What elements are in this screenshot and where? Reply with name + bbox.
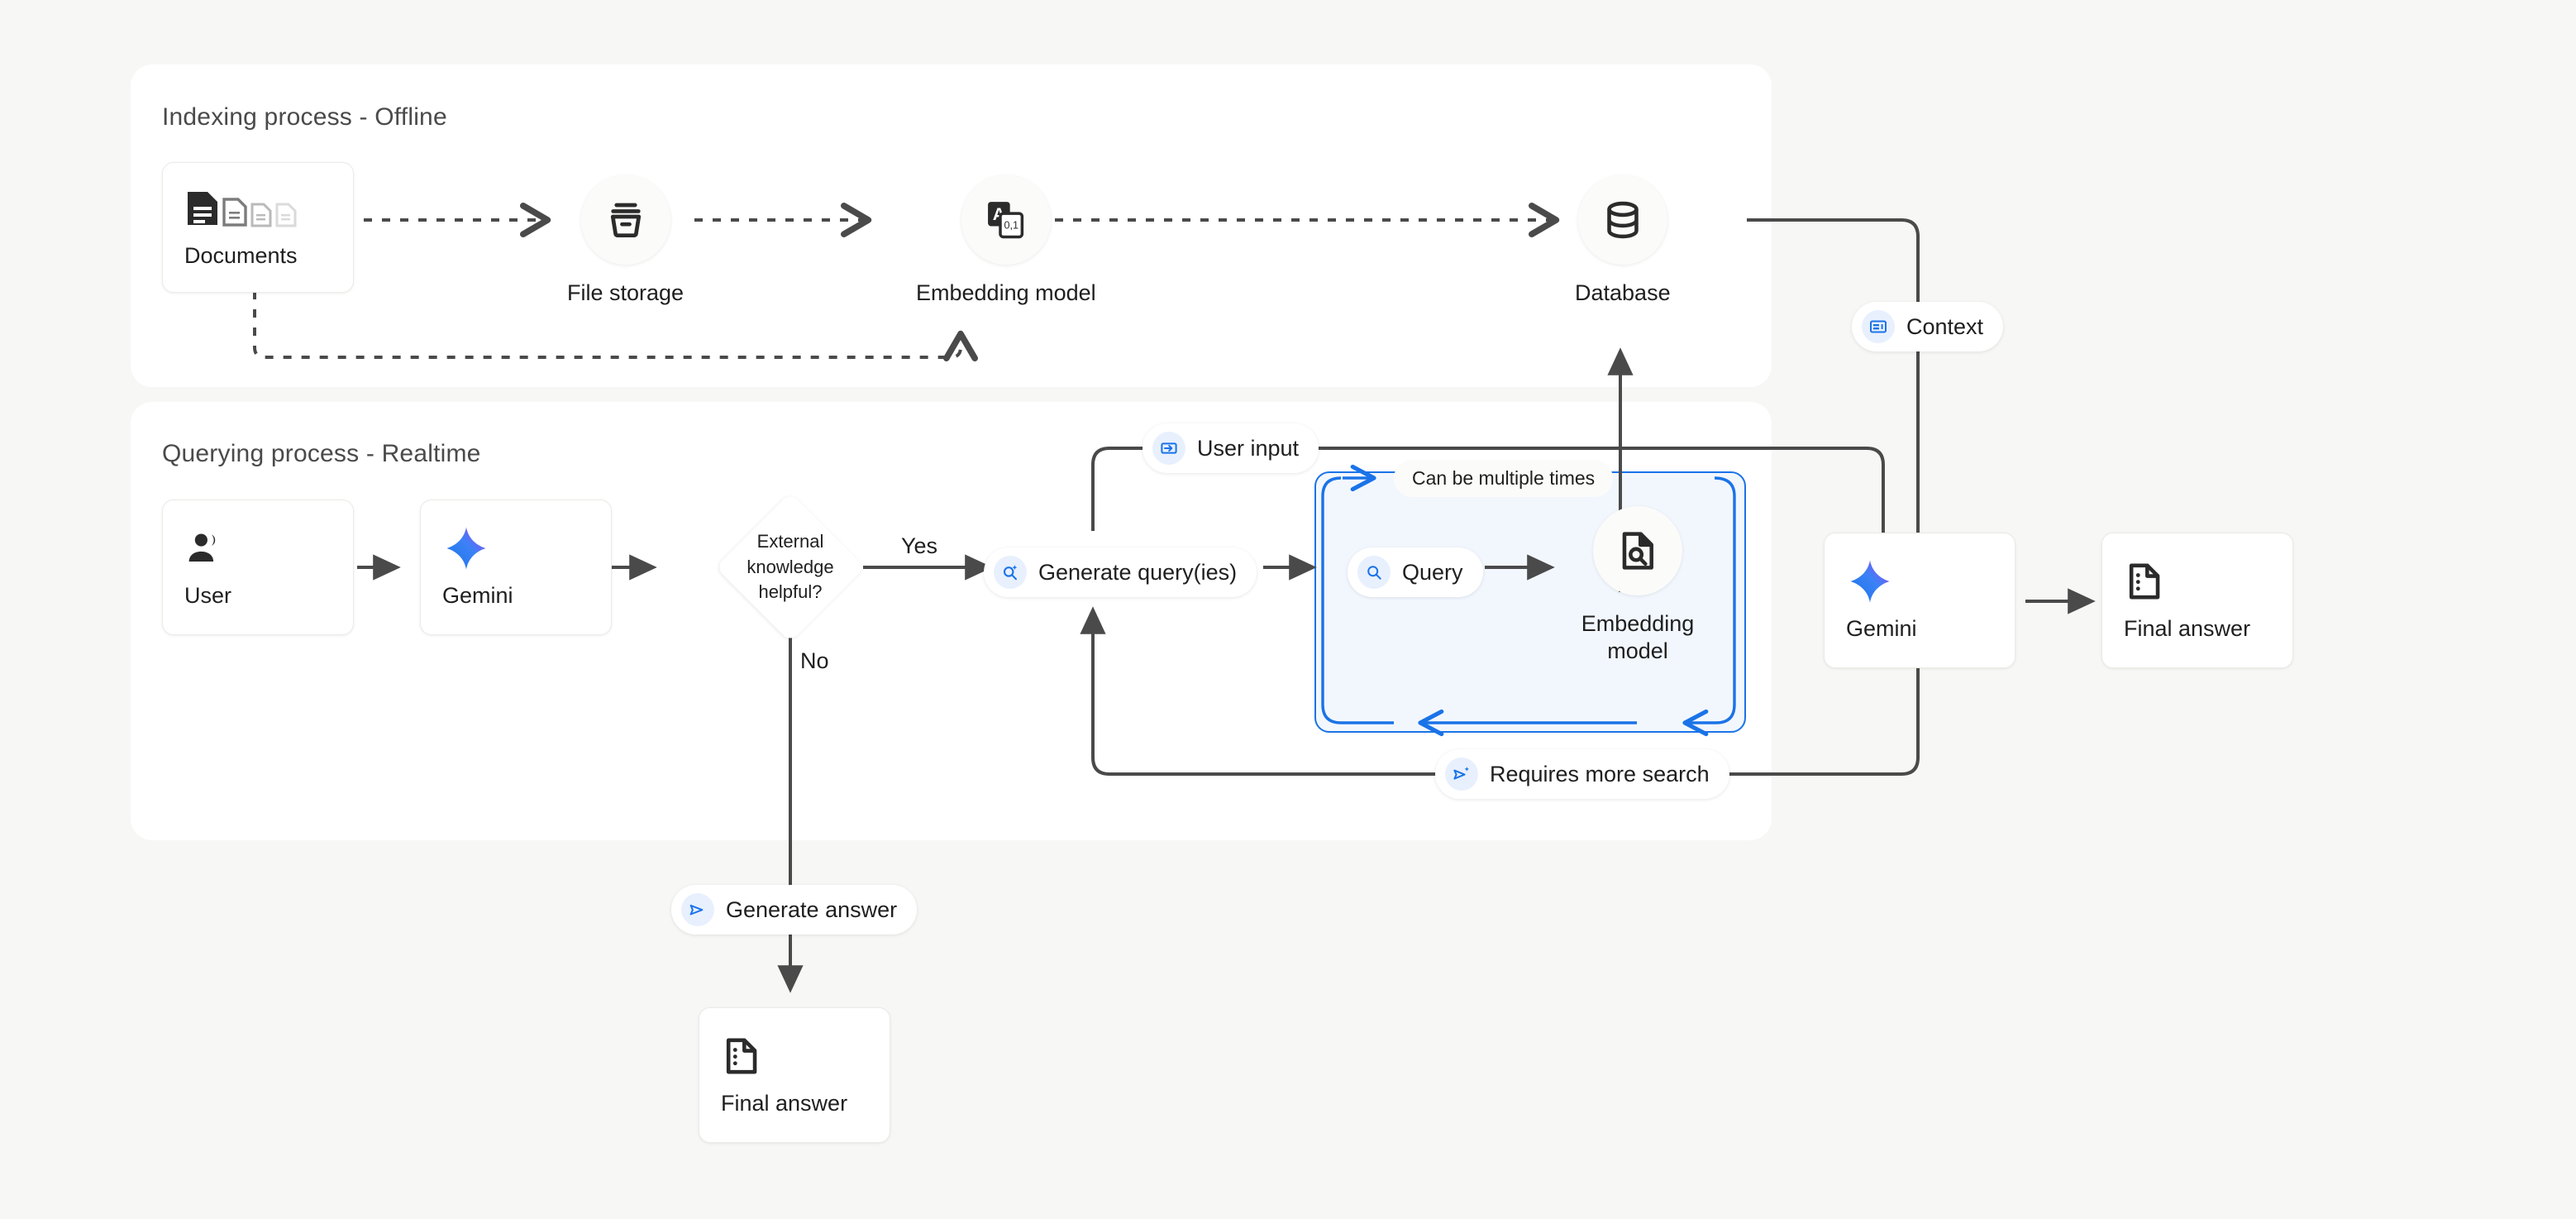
context-panel-icon <box>1862 310 1895 343</box>
node-gemini-left[interactable]: Gemini <box>420 500 612 635</box>
node-gemini-left-label: Gemini <box>442 582 513 608</box>
node-documents[interactable]: Documents <box>162 162 354 293</box>
gemini-sparkle-icon <box>442 526 589 570</box>
pill-context[interactable]: Context <box>1852 302 2004 351</box>
edge-label-yes: Yes <box>901 533 938 558</box>
pill-generate-queries-label: Generate query(ies) <box>1038 559 1238 585</box>
edge-label-no: No <box>800 648 829 673</box>
pill-user-input-label: User input <box>1197 435 1300 461</box>
pill-generate-answer[interactable]: Generate answer <box>671 885 918 935</box>
node-decision-label: External knowledge helpful? <box>747 531 834 603</box>
embedding-model-icon: A 0,1 <box>961 175 1051 265</box>
final-answer-icon <box>721 1035 868 1078</box>
node-embedding-model-query-label: Embedding model <box>1581 611 1695 663</box>
node-file-storage[interactable]: File storage <box>567 175 684 307</box>
querying-panel-title: Querying process - Realtime <box>162 440 481 467</box>
pill-generate-queries[interactable]: Generate query(ies) <box>984 547 1257 597</box>
node-final-answer-bottom[interactable]: Final answer <box>699 1007 890 1143</box>
node-final-answer-right-label: Final answer <box>2124 615 2251 641</box>
search-icon <box>1357 556 1391 589</box>
file-storage-icon <box>580 175 670 265</box>
pill-requires-more-search-label: Requires more search <box>1490 761 1710 786</box>
pill-user-input[interactable]: User input <box>1143 423 1319 473</box>
documents-icon <box>184 187 332 230</box>
pill-generate-answer-label: Generate answer <box>726 896 898 922</box>
node-gemini-right[interactable]: Gemini <box>1824 533 2015 668</box>
node-user[interactable]: User <box>162 500 354 635</box>
pill-context-label: Context <box>1906 313 1984 339</box>
node-embedding-model-label: Embedding model <box>916 280 1096 305</box>
final-answer-icon <box>2124 560 2271 603</box>
database-icon <box>1577 175 1667 265</box>
users-icon <box>184 527 332 570</box>
node-decision[interactable]: External knowledge helpful? <box>715 492 866 643</box>
node-embedding-model[interactable]: A 0,1 Embedding model <box>916 175 1096 307</box>
search-sparkle-icon <box>994 556 1027 589</box>
node-database[interactable]: Database <box>1575 175 1671 307</box>
node-final-answer-bottom-label: Final answer <box>721 1090 848 1116</box>
node-gemini-right-label: Gemini <box>1846 615 1917 641</box>
send-sparkle-icon <box>1445 758 1478 791</box>
node-documents-label: Documents <box>184 242 298 268</box>
svg-text:0,1: 0,1 <box>1004 219 1018 231</box>
node-embedding-model-query[interactable]: Embedding model <box>1576 506 1700 665</box>
node-database-label: Database <box>1575 280 1671 305</box>
pill-can-be-multiple-times-label: Can be multiple times <box>1412 467 1596 489</box>
send-icon <box>681 893 714 926</box>
input-arrow-icon <box>1152 432 1185 465</box>
pill-can-be-multiple-times: Can be multiple times <box>1394 460 1614 497</box>
pill-query-label: Query <box>1402 559 1463 585</box>
document-search-icon <box>1593 506 1682 595</box>
node-file-storage-label: File storage <box>567 280 685 305</box>
node-final-answer-right[interactable]: Final answer <box>2101 533 2293 668</box>
pill-query[interactable]: Query <box>1348 547 1483 597</box>
indexing-panel-title: Indexing process - Offline <box>162 103 447 131</box>
pill-requires-more-search[interactable]: Requires more search <box>1435 749 1729 799</box>
gemini-sparkle-icon <box>1846 559 1993 603</box>
node-user-label: User <box>184 582 232 608</box>
